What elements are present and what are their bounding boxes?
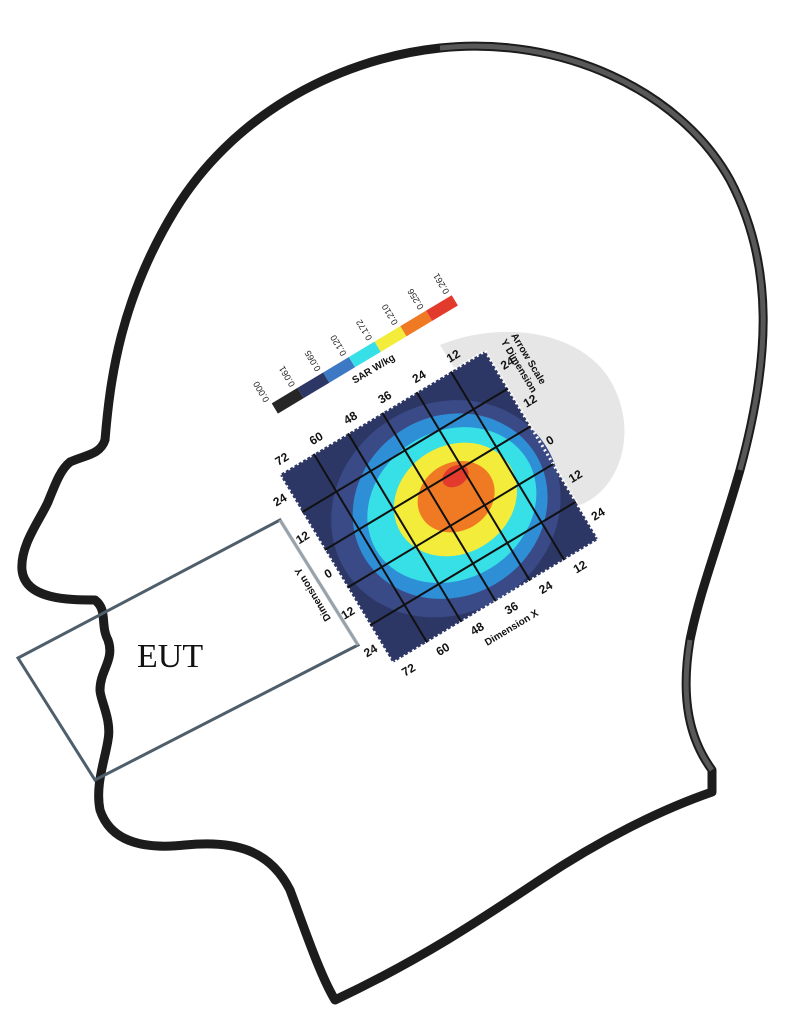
scale-tick: 0.210: [380, 302, 400, 326]
scale-tick: 0.000: [251, 380, 271, 404]
contour-level-5: [417, 461, 495, 533]
scale-tick: 0.261: [431, 271, 451, 295]
scale-tick: 0.065: [303, 349, 323, 373]
x-ticks-top: 72 60 48 36 24 12: [273, 346, 463, 468]
scale-tick: 0.120: [328, 333, 348, 357]
y-tick: 24: [589, 504, 608, 523]
y-tick: 24: [271, 490, 290, 509]
scale-tick: 0.172: [354, 318, 374, 342]
x-tick: 36: [375, 388, 394, 407]
x-tick: 72: [273, 449, 292, 468]
y-tick: 12: [566, 467, 585, 486]
y-tick: 12: [521, 391, 540, 410]
head-outline-highlight: [439, 43, 766, 471]
y-tick: 0: [322, 566, 335, 582]
x-ticks-bottom: 72 60 48 36 24 12: [399, 557, 589, 679]
scale-tick: 0.256: [405, 287, 425, 311]
scale-ticks: 0.000 0.061 0.065 0.120 0.172 0.210 0.25…: [251, 271, 451, 404]
x-tick: 60: [307, 429, 326, 448]
eut-label: EUT: [137, 638, 203, 675]
x-tick: 36: [502, 599, 521, 618]
color-scale-swatch: [426, 295, 458, 321]
sar-grid: [301, 370, 577, 644]
y-tick: 24: [498, 354, 517, 373]
color-scale-swatch: [348, 341, 381, 368]
eut-device-edge-highlight: [278, 518, 360, 647]
y-tick: 12: [293, 528, 312, 547]
x-tick: 24: [536, 578, 555, 597]
contour-peak: [442, 464, 469, 488]
x-tick: 12: [571, 557, 590, 576]
color-scale-swatch: [374, 326, 407, 352]
x-tick: 12: [444, 346, 463, 365]
x-tick: 48: [468, 619, 487, 638]
x-tick: 24: [410, 367, 429, 386]
color-scale-swatch: [271, 387, 304, 414]
y-tick: 24: [361, 641, 380, 660]
eut-device: EUT: [15, 518, 361, 782]
x-tick: 72: [399, 660, 418, 679]
x-tick: 48: [341, 408, 360, 427]
x-tick: 60: [434, 640, 453, 659]
color-scale-swatch: [400, 310, 433, 337]
color-scale-swatch: [297, 372, 330, 399]
color-scale-swatch: [323, 356, 356, 383]
scale-tick: 0.061: [277, 364, 297, 388]
head-outline-highlight-lower: [683, 639, 715, 772]
sar-plot: 72 60 48 36 24 12 72 60 48 36 24 12 Dime…: [251, 271, 608, 679]
